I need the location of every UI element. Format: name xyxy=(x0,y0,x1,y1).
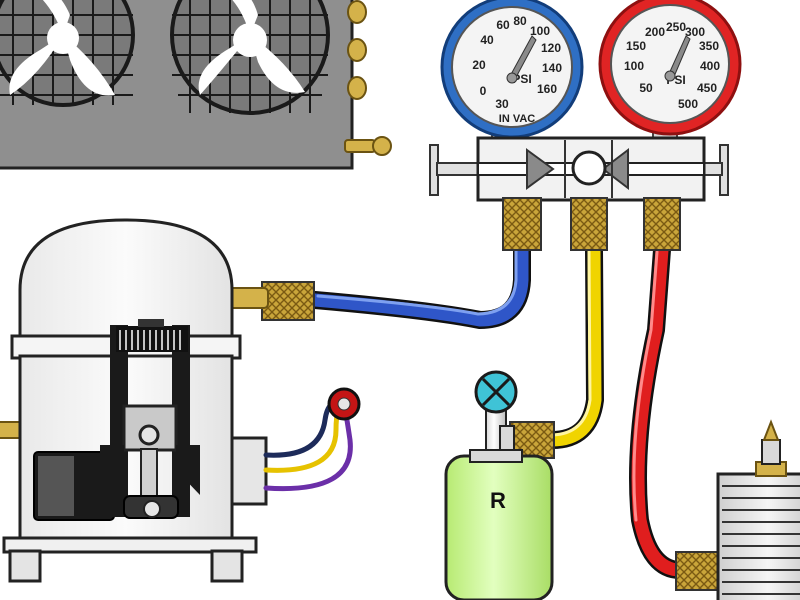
condenser-fan-icon xyxy=(0,0,135,107)
high-gauge-tick: 300 xyxy=(685,25,705,39)
tank-valve-knob-icon xyxy=(474,370,518,414)
low-gauge-tick: 120 xyxy=(541,41,561,55)
vacuum-pump-icon xyxy=(716,419,800,600)
compressor-wiring xyxy=(263,387,361,492)
low-gauge-vac-tick: 30 xyxy=(495,97,509,111)
high-gauge-tick: 400 xyxy=(700,59,720,73)
hoses xyxy=(306,236,689,579)
condenser-fan-icon xyxy=(170,0,330,115)
tank-label: R xyxy=(490,488,506,513)
compressor xyxy=(0,218,269,583)
high-gauge-tick: 150 xyxy=(626,39,646,53)
manifold-valve-icon xyxy=(429,136,729,202)
compressor-fitting xyxy=(261,281,315,321)
low-gauge-tick: 80 xyxy=(513,14,527,28)
low-side-fitting xyxy=(502,197,542,251)
high-gauge-tick: 500 xyxy=(678,97,698,111)
high-gauge-tick: 100 xyxy=(624,59,644,73)
low-gauge-tick: 60 xyxy=(496,18,510,32)
charging-fitting xyxy=(570,197,608,251)
high-gauge-tick: 50 xyxy=(639,81,653,95)
low-gauge-tick: 100 xyxy=(530,24,550,38)
low-gauge-tick: 40 xyxy=(480,33,494,47)
high-gauge-tick: 450 xyxy=(697,81,717,95)
low-gauge-tick: 160 xyxy=(537,82,557,96)
high-gauge-tick: 200 xyxy=(645,25,665,39)
high-gauge-tick: 350 xyxy=(699,39,719,53)
low-gauge-tick: 20 xyxy=(472,58,486,72)
high-side-fitting xyxy=(643,197,681,251)
high-gauge-tick: 250 xyxy=(666,20,686,34)
condenser-unit xyxy=(0,0,392,170)
low-gauge-vac-label: IN VAC xyxy=(499,113,536,125)
low-pressure-gauge: 0 20 40 60 80 100 120 140 160 30 PSI IN … xyxy=(440,0,584,143)
high-pressure-gauge: 50 100 150 200 250 300 350 400 450 500 P… xyxy=(598,0,742,143)
refrigerant-tank: R xyxy=(444,370,554,600)
pump-fitting xyxy=(675,551,723,591)
low-gauge-tick: 0 xyxy=(480,84,487,98)
low-gauge-tick: 140 xyxy=(542,61,562,75)
